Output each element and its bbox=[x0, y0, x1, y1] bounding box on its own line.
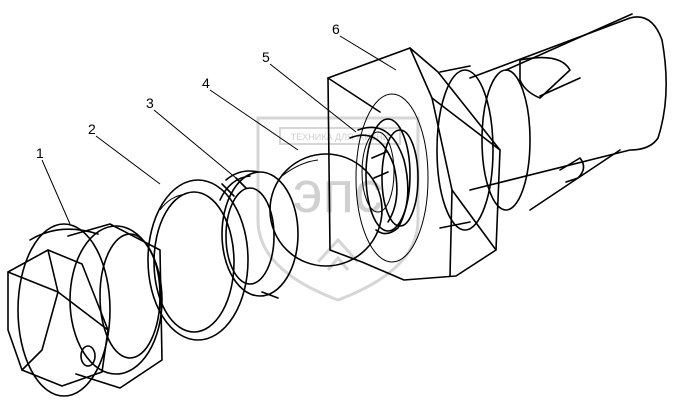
leader-5 bbox=[269, 63, 357, 133]
callout-5: 5 bbox=[262, 49, 270, 65]
part-6-hex-shaft bbox=[327, 13, 667, 281]
callout-3: 3 bbox=[146, 95, 154, 111]
callout-1: 1 bbox=[36, 145, 44, 161]
part-1-plug-bolt bbox=[7, 223, 163, 397]
callout-6: 6 bbox=[332, 21, 340, 37]
leader-lines bbox=[41, 35, 397, 225]
leader-3 bbox=[153, 109, 237, 179]
part-5-snap-ring bbox=[349, 126, 409, 235]
watermark-logo: ТЕХНИКА ДЛЯ ЖИЗНИ эпс bbox=[256, 116, 420, 302]
part-3-lock-washer bbox=[219, 170, 299, 299]
watermark-banner: ТЕХНИКА ДЛЯ ЖИЗНИ bbox=[291, 132, 389, 142]
callout-4: 4 bbox=[202, 75, 210, 91]
leader-6 bbox=[339, 35, 397, 71]
watermark-logo-text: эпс bbox=[293, 160, 383, 225]
leader-1 bbox=[41, 159, 71, 225]
leader-4 bbox=[209, 89, 299, 151]
callout-2: 2 bbox=[88, 121, 96, 137]
leader-2 bbox=[95, 135, 161, 185]
part-2-flat-washer bbox=[147, 179, 249, 341]
callouts: 1 2 3 4 5 6 bbox=[36, 21, 340, 161]
